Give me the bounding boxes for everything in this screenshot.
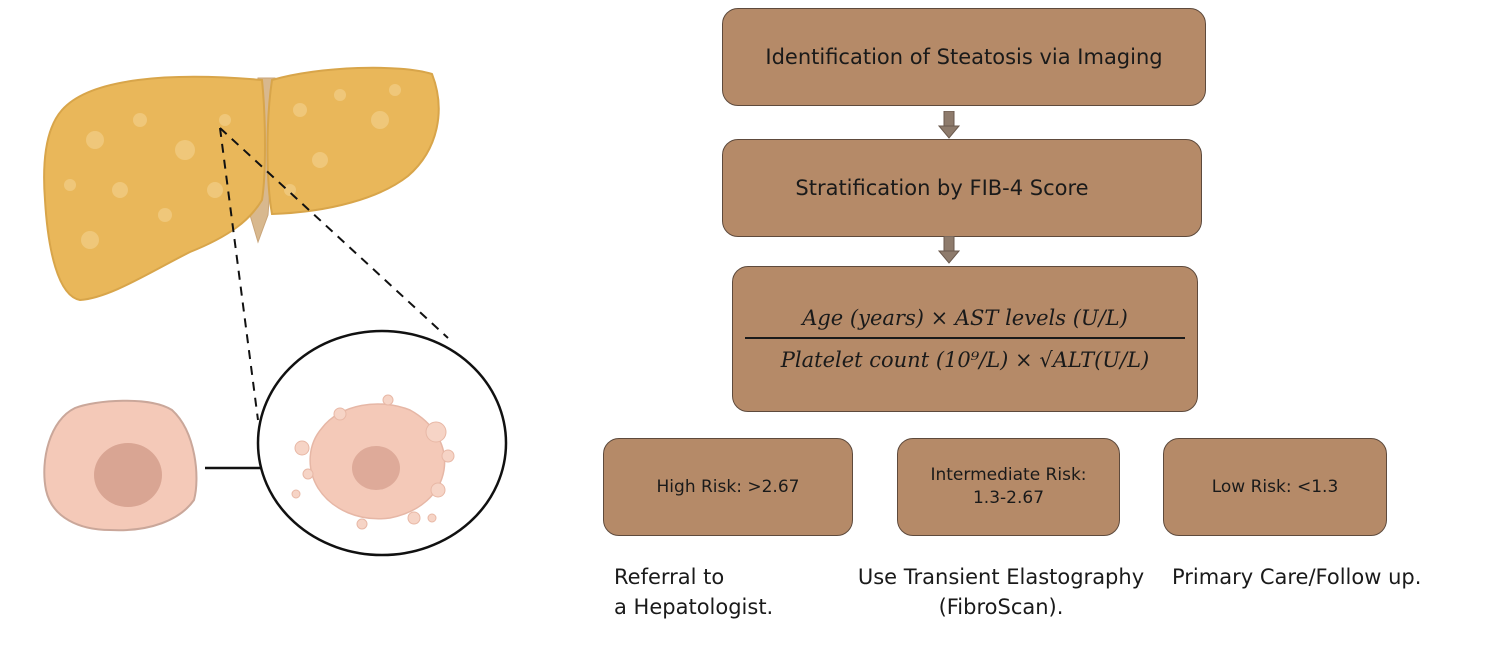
action-low-note: Primary Care/Follow up. (1172, 562, 1421, 592)
action-high-line2: a Hepatologist. (614, 595, 774, 620)
step-steatosis-imaging-label: Identification of Steatosis via Imaging (765, 45, 1163, 69)
action-intermediate-note: Use Transient Elastography (FibroScan). (846, 562, 1156, 623)
down-arrow-icon (938, 111, 960, 139)
step-fib4-stratification-label: Stratification by FIB-4 Score (795, 176, 1089, 200)
action-low-line1: Primary Care/Follow up. (1172, 565, 1422, 589)
healthy-cell-icon (43, 399, 198, 532)
risk-intermediate-range: 1.3-2.67 (972, 488, 1045, 508)
action-high-line1: Referral to (614, 565, 725, 589)
risk-low-box: Low Risk: <1.3 (1163, 438, 1387, 536)
action-intermediate-line2: (FibroScan). (938, 595, 1064, 620)
risk-high-label: High Risk: >2.67 (656, 476, 800, 497)
fraction-line (745, 337, 1185, 339)
risk-intermediate-label: Intermediate Risk: (930, 465, 1087, 486)
liver-icon (43, 66, 440, 302)
risk-intermediate-box: Intermediate Risk: 1.3-2.67 (897, 438, 1120, 536)
formula-numerator: Age (years) × AST levels (U/L) (802, 306, 1128, 331)
risk-low-label: Low Risk: <1.3 (1211, 476, 1339, 497)
liver-illustration (43, 66, 508, 557)
fib4-formula-box: Age (years) × AST levels (U/L) Platelet … (732, 266, 1198, 412)
risk-high-box: High Risk: >2.67 (603, 438, 853, 536)
step-steatosis-imaging: Identification of Steatosis via Imaging (722, 8, 1206, 106)
action-high-note: Referral to a Hepatologist. (614, 562, 773, 623)
step-fib4-stratification: Stratification by FIB-4 Score (722, 139, 1202, 237)
action-intermediate-line1: Use Transient Elastography (857, 565, 1145, 589)
fatty-cell-icon (291, 394, 455, 530)
formula-denominator: Platelet count (10⁹/L) × √ALT(U/L) (780, 347, 1150, 372)
down-arrow-icon (938, 236, 960, 264)
